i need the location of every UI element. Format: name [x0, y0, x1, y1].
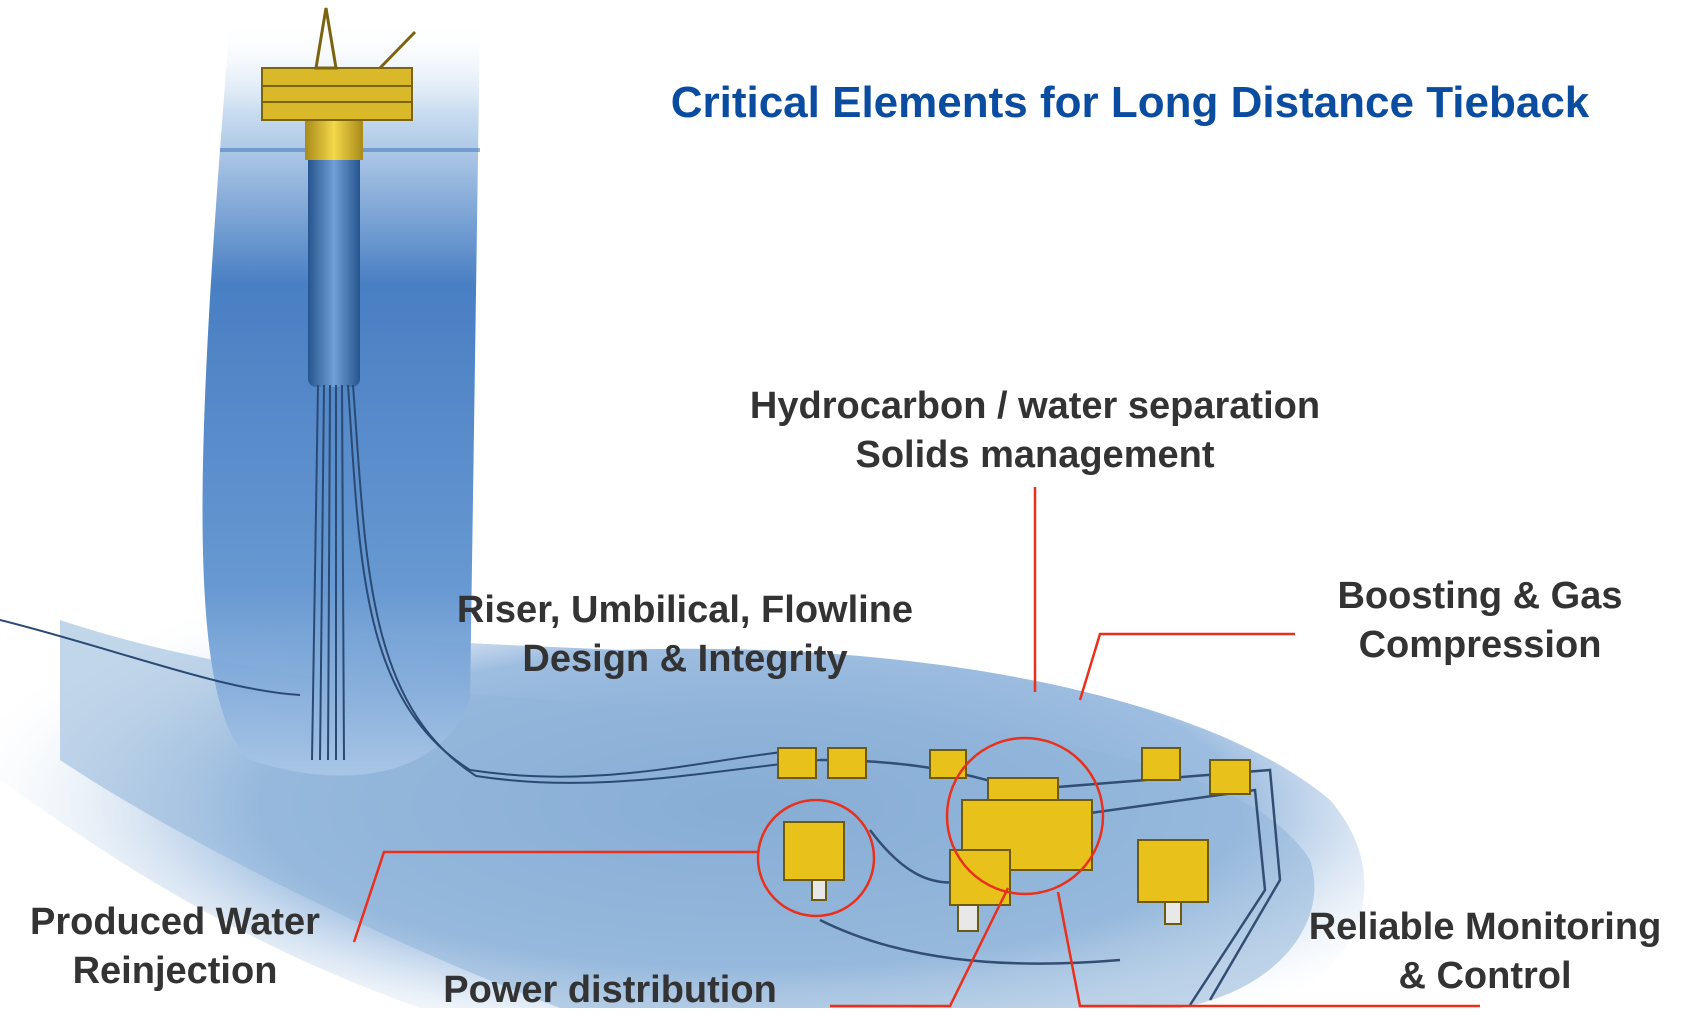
diagram-title: Critical Elements for Long Distance Tieb… — [670, 78, 1590, 127]
reinjection-leader — [352, 850, 758, 943]
power-label: Power distribution — [420, 966, 800, 1015]
boosting-leader — [1078, 632, 1295, 701]
floating-platform — [261, 7, 417, 387]
riser-label: Riser, Umbilical, Flowline Design & Inte… — [420, 586, 950, 685]
produced-water-label-line1: Produced Water — [30, 901, 320, 943]
monitoring-leader — [1056, 891, 1480, 1008]
power-label-line1: Power distribution — [443, 969, 777, 1011]
monitoring-label-line1: Reliable Monitoring — [1308, 906, 1662, 948]
produced-water-label: Produced Water Reinjection — [0, 898, 350, 997]
boosting-label-line2: Compression — [1358, 624, 1602, 667]
subsea-equipment — [777, 747, 1251, 932]
produced-water-label-line2: Reinjection — [72, 950, 278, 993]
boosting-label-line1: Boosting & Gas — [1337, 575, 1623, 617]
monitoring-label: Reliable Monitoring & Control — [1285, 903, 1685, 1002]
riser-label-line2: Design & Integrity — [522, 638, 848, 681]
boosting-label: Boosting & Gas Compression — [1300, 572, 1660, 671]
risers — [0, 384, 821, 784]
separation-label-line2: Solids management — [855, 434, 1215, 477]
monitoring-label-line2: & Control — [1398, 955, 1572, 998]
separation-label: Hydrocarbon / water separation Solids ma… — [710, 382, 1360, 481]
power-leader — [830, 887, 1010, 1008]
separation-label-line1: Hydrocarbon / water separation — [749, 385, 1321, 427]
riser-label-line1: Riser, Umbilical, Flowline — [456, 589, 914, 631]
separation-callout-circle — [945, 736, 1105, 896]
callout-lines — [352, 487, 1480, 1008]
reinjection-callout-circle — [756, 798, 876, 918]
